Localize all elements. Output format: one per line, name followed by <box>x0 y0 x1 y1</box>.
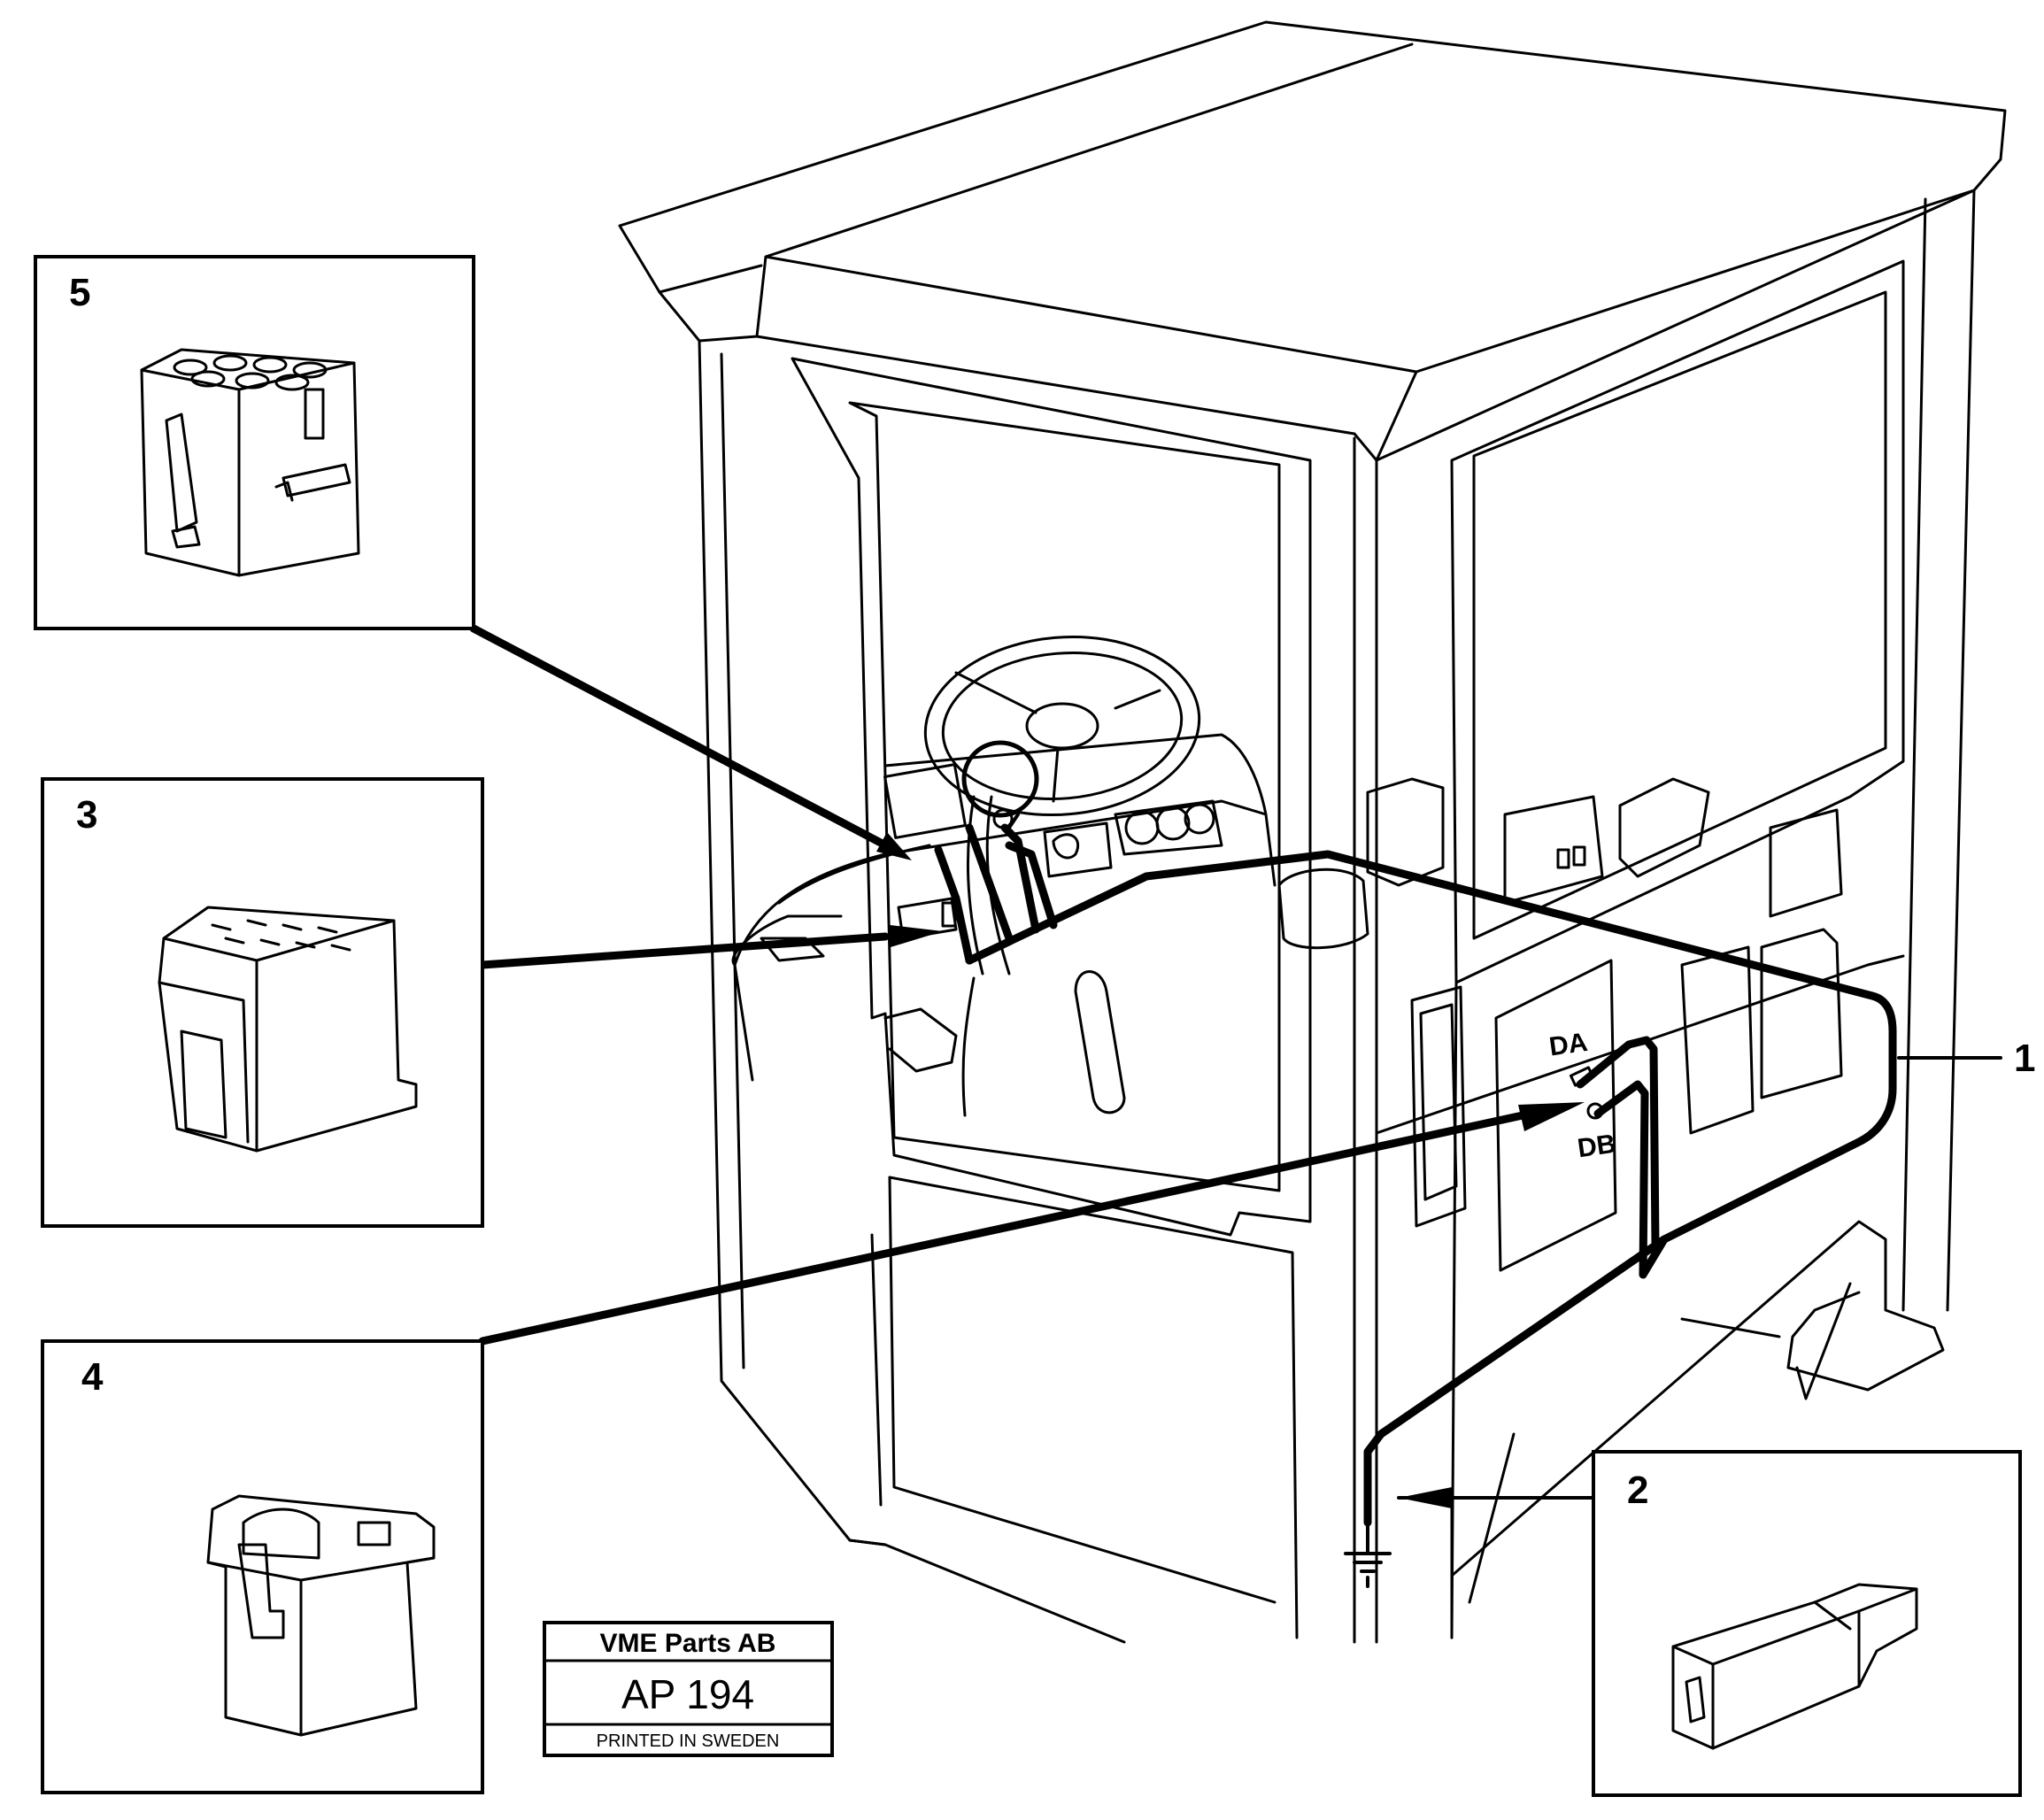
dashboard <box>731 635 1843 1228</box>
gauge-icon <box>963 742 1037 816</box>
relay-panel: DA DB <box>1494 959 1618 1272</box>
panel-label-da: DA <box>1547 1028 1590 1062</box>
side-window-frame <box>1450 259 1905 984</box>
detail-box-2: 2 <box>1592 1450 2022 1797</box>
arrow-icon <box>1399 1487 1452 1508</box>
publisher-stamp: VME Parts AB AP 194 PRINTED IN SWEDEN <box>543 1621 834 1757</box>
leader-lines <box>469 624 2002 1508</box>
callout-number-4: 4 <box>81 1355 104 1399</box>
cab-right-rear-pillar <box>1946 189 1976 1312</box>
relay-panel-plate <box>1494 959 1617 1272</box>
connector-2-icon <box>1671 1583 1918 1750</box>
cab-roof <box>618 20 2007 462</box>
arrow-icon <box>876 832 912 860</box>
connector-3-icon <box>158 906 418 1153</box>
arrow-icon <box>890 925 943 947</box>
callout-number-1: 1 <box>2014 1037 2035 1080</box>
stamp-footer: PRINTED IN SWEDEN <box>597 1731 780 1751</box>
panel-label-db: DB <box>1576 1130 1618 1164</box>
detail-box-5: 5 <box>34 255 475 630</box>
stamp-company: VME Parts AB <box>600 1629 776 1658</box>
harness-branch-da <box>1576 1036 1660 1248</box>
stamp-code: AP 194 <box>621 1671 754 1717</box>
connector-5-icon <box>140 348 360 577</box>
detail-box-4: 4 <box>41 1339 484 1794</box>
arrow-icon <box>1518 1102 1585 1131</box>
harness-main <box>965 850 1897 1527</box>
callout-number-3: 3 <box>76 793 97 837</box>
callout-number-5: 5 <box>69 271 90 314</box>
steering-wheel <box>923 635 1201 817</box>
harness-branch-db <box>1593 1080 1669 1279</box>
ground-symbol-icon <box>1344 1521 1392 1588</box>
callout-number-2: 2 <box>1627 1469 1648 1512</box>
cab-base-support <box>1450 1220 1945 1577</box>
detail-box-3: 3 <box>41 777 484 1228</box>
connector-4-icon <box>206 1494 436 1737</box>
windshield-frame <box>791 357 1312 1237</box>
wiring-harness <box>934 808 1897 1588</box>
cab-outline <box>618 20 2007 1644</box>
